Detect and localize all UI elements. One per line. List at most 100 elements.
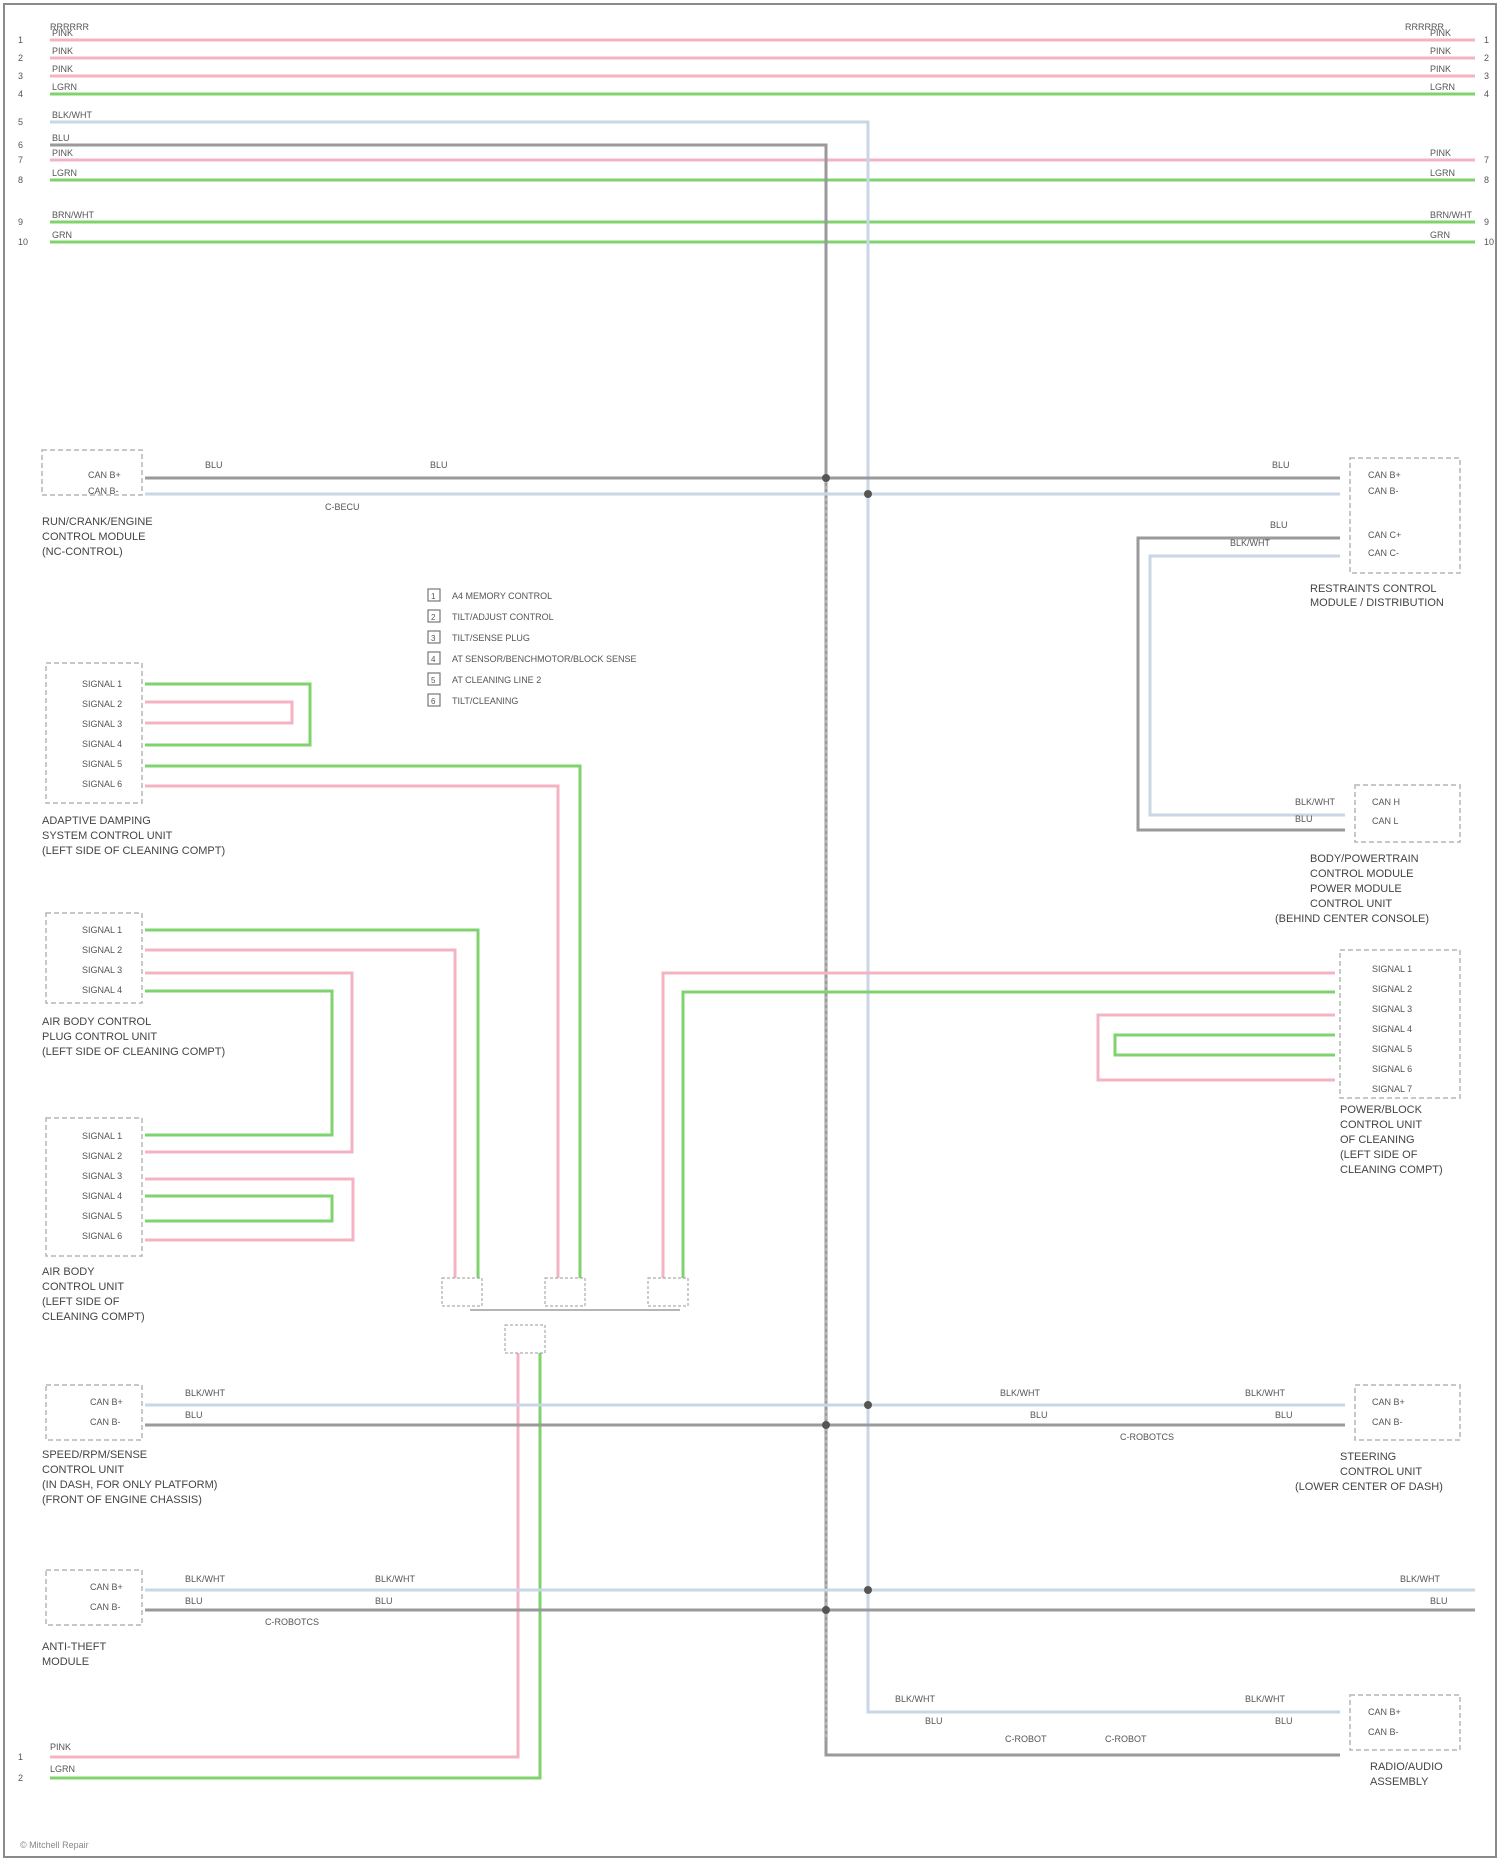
wire-label: BLU (1272, 460, 1290, 470)
top-bus-row-number: 3 (18, 71, 23, 81)
module-caption-line: MODULE / DISTRIBUTION (1310, 597, 1444, 609)
module-caption-line: CLEANING COMPT) (1340, 1164, 1443, 1176)
top-bus-row-label-right: PINK (1430, 148, 1451, 158)
bottom-pin-label: LGRN (50, 1764, 75, 1774)
module-caption-line: RADIO/AUDIO (1370, 1761, 1443, 1773)
module-caption-line: (LEFT SIDE OF CLEANING COMPT) (42, 845, 225, 857)
module-pin-label: SIGNAL 6 (1372, 1064, 1412, 1074)
module-caption-line: (LEFT SIDE OF CLEANING COMPT) (42, 1046, 225, 1058)
module-caption-line: CONTROL UNIT (1310, 898, 1392, 910)
module-pin-label: SIGNAL 4 (82, 985, 122, 995)
module-caption-line: (LEFT SIDE OF (1340, 1149, 1418, 1161)
module-pin-label: SIGNAL 4 (82, 739, 122, 749)
wire-label: BLK/WHT (1000, 1388, 1041, 1398)
module-pin-label: SIGNAL 5 (1372, 1044, 1412, 1054)
wire-label: BLU (185, 1596, 203, 1606)
module-caption-line: RESTRAINTS CONTROL (1310, 583, 1437, 595)
legend-icon-number: 3 (431, 634, 436, 643)
legend-text: TILT/SENSE PLUG (452, 633, 530, 643)
legend-text: TILT/ADJUST CONTROL (452, 612, 554, 622)
module-caption-line: SYSTEM CONTROL UNIT (42, 830, 173, 842)
wire-label: BLU (1295, 814, 1313, 824)
module-caption-line: POWER/BLOCK (1340, 1104, 1423, 1116)
module-pin-label: SIGNAL 1 (1372, 964, 1412, 974)
top-bus-row-number: 5 (18, 117, 23, 127)
module-caption-line: ADAPTIVE DAMPING (42, 815, 151, 827)
wire-label: BLU (430, 460, 448, 470)
top-bus-row-number-right: 2 (1484, 53, 1489, 63)
bottom-pin-number: 2 (18, 1773, 23, 1783)
top-bus-row-number: 10 (18, 237, 28, 247)
module-pin-label: SIGNAL 1 (82, 1131, 122, 1141)
module-pin-label: SIGNAL 3 (82, 965, 122, 975)
top-bus-row-number: 1 (18, 35, 23, 45)
module-caption-line: (IN DASH, FOR ONLY PLATFORM) (42, 1479, 217, 1491)
legend-text: AT CLEANING LINE 2 (452, 675, 541, 685)
top-bus-row-label-right: BRN/WHT (1430, 210, 1472, 220)
top-bus-row-number-right: 10 (1484, 237, 1494, 247)
module-pin-label: SIGNAL 2 (82, 699, 122, 709)
top-bus-row-number-right: 3 (1484, 71, 1489, 81)
module-caption-line: OF CLEANING (1340, 1134, 1415, 1146)
connector-label: C-ROBOTCS (265, 1617, 319, 1627)
connector-label: C-BECU (325, 502, 360, 512)
top-bus-row-label: BRN/WHT (52, 210, 94, 220)
module-pin-label: CAN B+ (1368, 1707, 1401, 1717)
wire-label: BLU (1030, 1410, 1048, 1420)
module-caption-line: (LEFT SIDE OF (42, 1296, 120, 1308)
module-caption-line: ASSEMBLY (1370, 1776, 1429, 1788)
wire-label: BLK/WHT (185, 1574, 226, 1584)
top-bus-row-number-right: 9 (1484, 217, 1489, 227)
top-bus-row-label-right: PINK (1430, 46, 1451, 56)
top-bus-row-number: 8 (18, 175, 23, 185)
module-pin-label: CAN B+ (90, 1397, 123, 1407)
connector-label: C-ROBOT (1005, 1734, 1047, 1744)
top-bus-row-label: LGRN (52, 168, 77, 178)
top-bus-row-number: 6 (18, 140, 23, 150)
module-pin-label: CAN B- (90, 1602, 121, 1612)
module-pin-label: SIGNAL 4 (82, 1191, 122, 1201)
wire-label: BLK/WHT (375, 1574, 416, 1584)
module-caption-line: CONTROL UNIT (1340, 1119, 1422, 1131)
connector-label: C-ROBOT (1105, 1734, 1147, 1744)
module-caption-line: ANTI-THEFT (42, 1641, 106, 1653)
module-caption-line: PLUG CONTROL UNIT (42, 1031, 157, 1043)
module-pin-label: CAN C+ (1368, 530, 1401, 540)
module-pin-label: SIGNAL 1 (82, 679, 122, 689)
module-caption-line: MODULE (42, 1656, 89, 1668)
module-caption-line: CONTROL UNIT (42, 1281, 124, 1293)
legend-icon-number: 4 (431, 655, 436, 664)
module-pin-label: CAN B- (88, 486, 119, 496)
top-bus-row-number: 7 (18, 155, 23, 165)
module-pin-label: CAN B+ (90, 1582, 123, 1592)
top-bus-row-label: PINK (52, 64, 73, 74)
module-pin-label: CAN B- (1372, 1417, 1403, 1427)
module-pin-label: SIGNAL 4 (1372, 1024, 1412, 1034)
top-bus-row-label: PINK (52, 28, 73, 38)
module-pin-label: CAN B+ (1368, 470, 1401, 480)
module-pin-label: CAN B- (90, 1417, 121, 1427)
splice-connector (442, 1278, 482, 1306)
wire-label: BLU (185, 1410, 203, 1420)
module-pin-label: CAN B- (1368, 486, 1399, 496)
top-bus-row-label: BLK/WHT (52, 110, 93, 120)
module-caption-line: STEERING (1340, 1451, 1396, 1463)
top-bus-row-label-right: GRN (1430, 230, 1450, 240)
module-pin-label: SIGNAL 5 (82, 1211, 122, 1221)
top-bus-row-label-right: LGRN (1430, 82, 1455, 92)
module-pin-label: SIGNAL 7 (1372, 1084, 1412, 1094)
legend-text: AT SENSOR/BENCHMOTOR/BLOCK SENSE (452, 654, 637, 664)
top-bus-row-label: PINK (52, 148, 73, 158)
wire-label: BLU (1275, 1716, 1293, 1726)
module-pin-label: SIGNAL 2 (82, 945, 122, 955)
footer-copyright: © Mitchell Repair (20, 1840, 89, 1850)
wire-label: BLK/WHT (895, 1694, 936, 1704)
module-pin-label: CAN H (1372, 797, 1400, 807)
legend-icon-number: 6 (431, 697, 436, 706)
module-pin-label: SIGNAL 2 (1372, 984, 1412, 994)
wire-label: BLK/WHT (1230, 538, 1271, 548)
top-bus-row-label: GRN (52, 230, 72, 240)
legend-icon-number: 1 (431, 592, 436, 601)
splice-connector (545, 1278, 585, 1306)
